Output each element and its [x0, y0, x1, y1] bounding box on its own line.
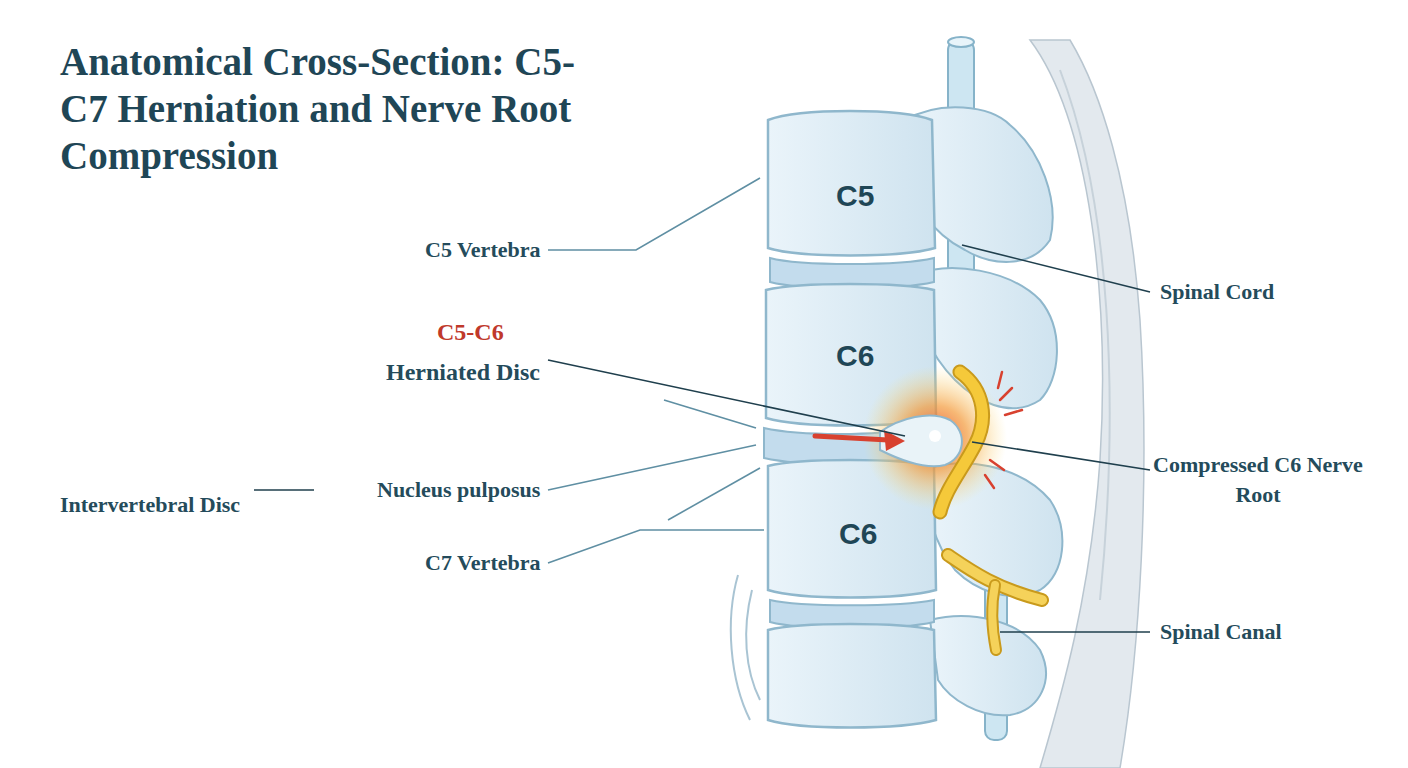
vertebra-number: C5	[836, 175, 874, 216]
part-label: Compressed C6 Nerve Root	[1153, 450, 1363, 510]
part-label: Intervertebral Disc	[55, 490, 245, 520]
part-label: Spinal Cord	[1160, 277, 1274, 307]
part-label: Spinal Canal	[1160, 617, 1282, 647]
vertebra-number: C6	[836, 335, 874, 376]
part-label: C5 Vertebra	[425, 235, 540, 265]
part-label: Herniated Disc	[386, 356, 540, 388]
vertebra-number: C6	[839, 513, 877, 554]
diagram-title: Anatomical Cross-Section: C5-C7 Herniati…	[60, 38, 580, 179]
level-label: C5-C6	[437, 316, 504, 348]
part-label: Nucleus pulposus	[377, 475, 540, 505]
part-label: C7 Vertebra	[425, 548, 540, 578]
